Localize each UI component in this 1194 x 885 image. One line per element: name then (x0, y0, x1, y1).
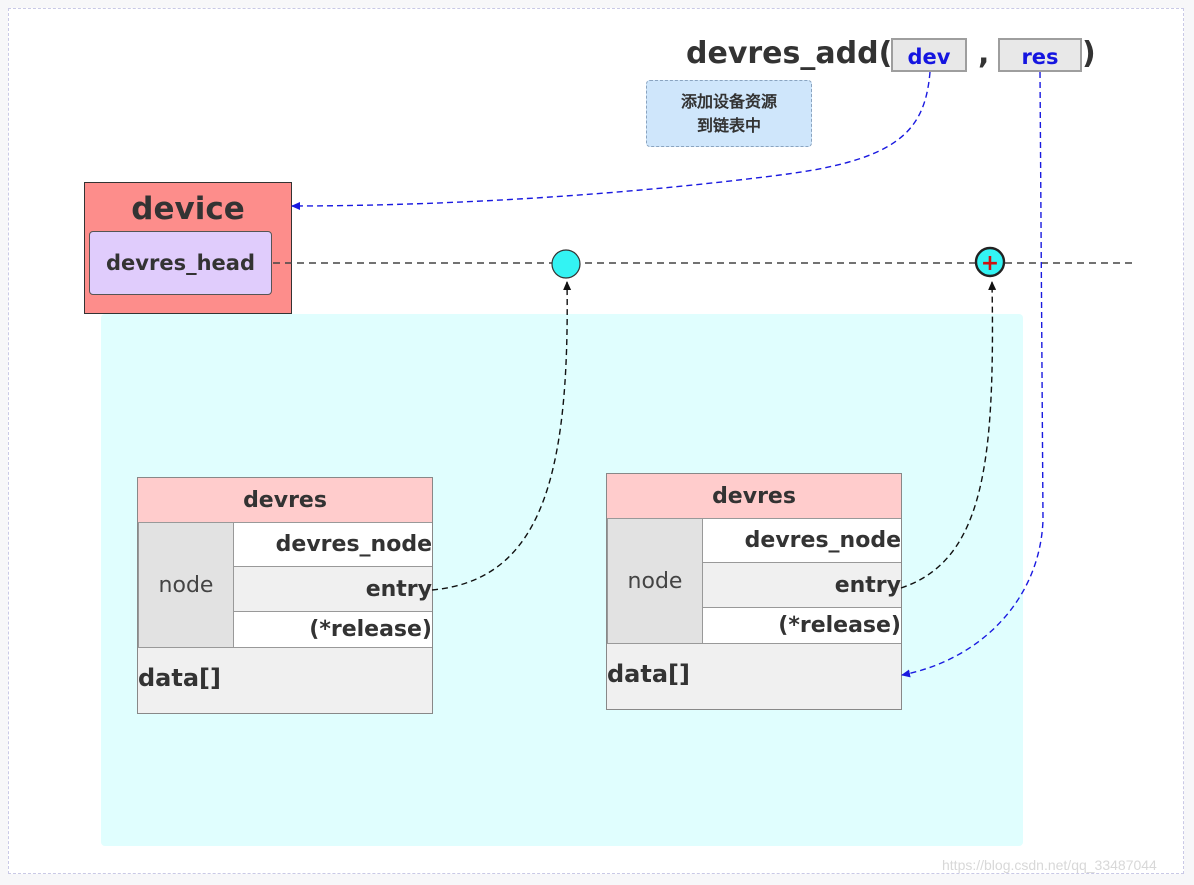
callout-note: 添加设备资源 到链表中 (646, 80, 812, 147)
entry2-to-list-arrow (900, 281, 997, 589)
function-name: devres_add( (686, 36, 893, 71)
device-struct: device devres_head (84, 182, 292, 314)
entry1-to-list-arrow (431, 281, 572, 591)
devres-head-field: devres_head (89, 231, 272, 295)
field-entry: entry (703, 563, 901, 608)
field-devres-node: devres_node (234, 522, 432, 567)
dev-to-device-arrow (291, 71, 931, 210)
field-data: data[] (138, 648, 432, 713)
watermark-text: https://blog.csdn.net/qq_33487044 (942, 857, 1157, 873)
callout-line-1: 添加设备资源 (680, 91, 777, 111)
devres-node-box: node (138, 522, 234, 648)
devres-block-2: devres node devres_node entry (*release)… (606, 473, 902, 710)
devres-node-box: node (607, 518, 703, 644)
arg-dev: dev (891, 38, 967, 72)
field-devres-node: devres_node (703, 518, 901, 563)
arg-comma: , (978, 36, 990, 71)
arg-res: res (998, 38, 1082, 72)
call-close-paren: ) (1082, 36, 1096, 71)
devres-title: devres (607, 474, 901, 519)
plus-icon: + (981, 251, 999, 276)
field-release: (*release) (703, 608, 901, 644)
devres-title: devres (138, 478, 432, 523)
device-title: device (131, 191, 245, 227)
field-data: data[] (607, 644, 901, 709)
field-release: (*release) (234, 612, 432, 648)
field-entry: entry (234, 567, 432, 612)
devres-block-1: devres node devres_node entry (*release)… (137, 477, 433, 714)
res-to-data-arrow (901, 71, 1044, 678)
callout-line-2: 到链表中 (696, 115, 761, 135)
list-node-marker-2 (974, 246, 1006, 278)
list-node-marker-1 (551, 249, 581, 279)
